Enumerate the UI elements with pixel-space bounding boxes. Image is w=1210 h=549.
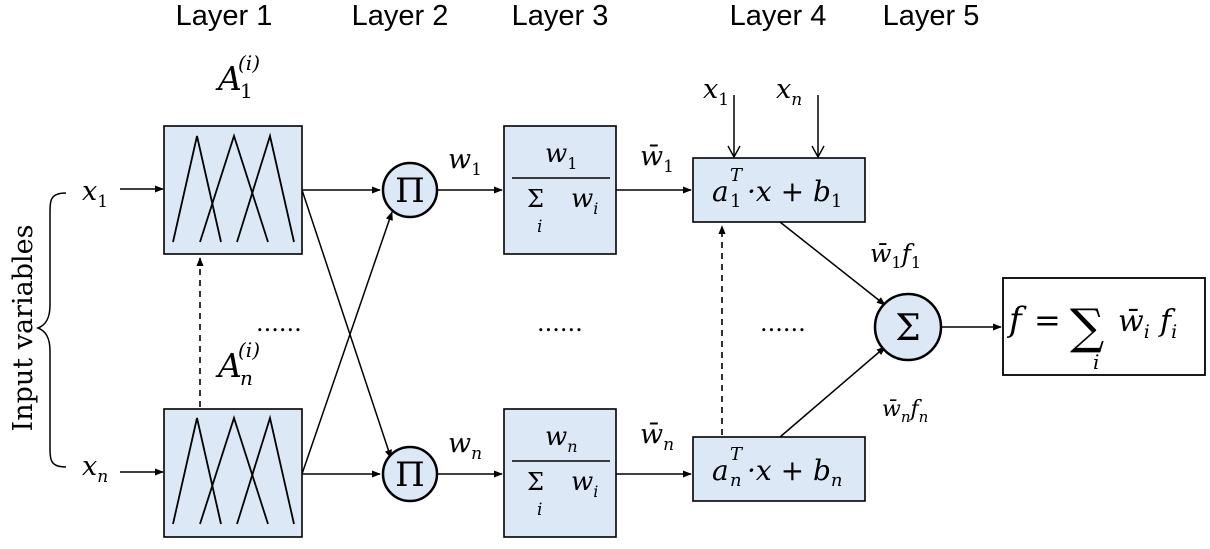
input-brace bbox=[35, 192, 67, 468]
ellipsis-layer4: ...... bbox=[760, 309, 806, 337]
wnbar-label: w̄n bbox=[640, 419, 674, 455]
weighted-output-n: w̄nfn bbox=[882, 397, 928, 426]
input-variables-label: Input variables bbox=[8, 225, 39, 432]
ellipsis-layer3: ...... bbox=[537, 309, 583, 337]
wire-consn-sum bbox=[779, 346, 886, 438]
cons-input-xn: xn bbox=[776, 74, 802, 110]
w1bar-label: w̄1 bbox=[640, 141, 674, 177]
normn-index: i bbox=[537, 500, 542, 520]
mf-box-n bbox=[163, 408, 303, 538]
input-xn-label: xn bbox=[82, 451, 108, 487]
norm-box-n: wn Σ i wi bbox=[503, 408, 617, 538]
norm1-denominator: wi bbox=[571, 184, 598, 218]
normn-denominator: wi bbox=[571, 467, 598, 501]
weighted-output-1: w̄1f1 bbox=[870, 239, 921, 272]
layer-1-label: Layer 1 bbox=[176, 0, 273, 32]
ellipsis-layer1: ...... bbox=[256, 309, 302, 337]
wire-cons1-sum bbox=[779, 221, 886, 306]
output-sum: ∑ bbox=[1070, 299, 1104, 355]
layer-2-label: Layer 2 bbox=[352, 0, 449, 32]
mf-label-an: An(i) bbox=[215, 338, 260, 390]
mf-label-a1: A1(i) bbox=[215, 51, 260, 103]
layer-3-label: Layer 3 bbox=[512, 0, 609, 32]
norm1-numerator: w1 bbox=[545, 139, 577, 173]
triangle-mf-icon bbox=[172, 132, 295, 243]
w1-label: w1 bbox=[448, 144, 482, 180]
norm-box-1: w1 Σ i wi bbox=[503, 125, 617, 255]
output-formula-box: f = ∑ i w̄i fi bbox=[1002, 277, 1206, 376]
triangle-mf-icon bbox=[172, 414, 295, 525]
normn-numerator: wn bbox=[545, 422, 578, 456]
output-weight: w̄i bbox=[1118, 304, 1150, 343]
sum-symbol: Σ bbox=[895, 308, 920, 349]
layer-5-label: Layer 5 bbox=[883, 0, 980, 32]
output-index: i bbox=[1093, 350, 1099, 374]
product-symbol-n: Π bbox=[395, 455, 425, 495]
wn-label: wn bbox=[448, 428, 482, 464]
norm1-index: i bbox=[537, 217, 542, 237]
output-equals: = bbox=[1034, 301, 1061, 339]
norm1-sum: Σ bbox=[527, 185, 544, 213]
cons-input-x1: x1 bbox=[703, 74, 729, 110]
layer-4-label: Layer 4 bbox=[730, 0, 827, 32]
product-symbol-1: Π bbox=[395, 171, 425, 211]
mf-box-1 bbox=[163, 125, 303, 255]
wire-mf1-pin bbox=[301, 189, 392, 459]
input-x1-label: x1 bbox=[82, 176, 108, 212]
wire-mfn-pi1 bbox=[301, 211, 393, 475]
normn-sum: Σ bbox=[527, 468, 544, 496]
